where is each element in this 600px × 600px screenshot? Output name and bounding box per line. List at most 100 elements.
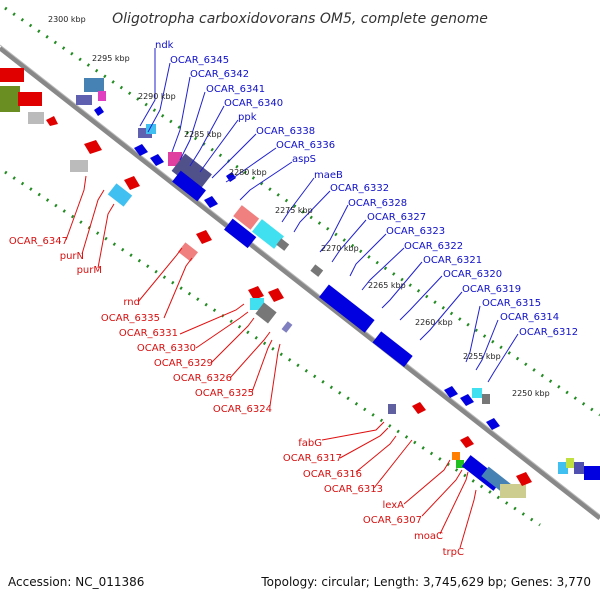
gene-label: OCAR_6338 xyxy=(256,126,315,137)
gene-block xyxy=(558,462,568,474)
gene-block xyxy=(319,284,375,333)
gene-label: ndk xyxy=(155,40,174,51)
scale-tick-label: 2265 kbp xyxy=(368,281,406,290)
gene-block xyxy=(372,331,413,368)
gene-block xyxy=(98,91,106,101)
gene-label: purM xyxy=(77,265,102,276)
scale-tick-label: 2275 kbp xyxy=(275,206,313,215)
gene-label: fabG xyxy=(298,438,322,449)
gene-block xyxy=(456,460,464,468)
reverse-gene-labels: OCAR_6347 purN purM rnd OCAR_6335 OCAR_6… xyxy=(9,236,464,558)
gene-block xyxy=(452,452,460,460)
gene-label: OCAR_6322 xyxy=(404,241,463,252)
scale-tick-label: 2290 kbp xyxy=(138,92,176,101)
gene-arrow xyxy=(412,402,426,414)
gene-block xyxy=(250,298,264,310)
gene-label: OCAR_6328 xyxy=(348,198,407,209)
gene-label: OCAR_6323 xyxy=(386,226,445,237)
gene-block xyxy=(107,183,133,207)
gene-label: OCAR_6316 xyxy=(303,469,362,480)
gene-label: OCAR_6331 xyxy=(119,328,178,339)
scale-tick-label: 2285 kbp xyxy=(184,130,222,139)
gene-arrow xyxy=(268,288,284,302)
gene-label: OCAR_6319 xyxy=(462,284,521,295)
gene-block xyxy=(171,153,212,192)
gene-arrow xyxy=(124,176,140,190)
scale-tick-label: 2260 kbp xyxy=(415,318,453,327)
gene-label: OCAR_6307 xyxy=(363,515,422,526)
tick-tracks xyxy=(4,6,600,527)
gene-arrow xyxy=(150,154,164,166)
gene-block xyxy=(146,124,156,134)
gene-arrow xyxy=(460,394,474,406)
gene-arrow xyxy=(84,140,102,154)
genome-backbone xyxy=(0,44,600,520)
gene-label: OCAR_6327 xyxy=(367,212,426,223)
gene-arrow xyxy=(486,418,500,430)
gene-label: OCAR_6329 xyxy=(154,358,213,369)
gene-block xyxy=(172,170,206,202)
gene-label: OCAR_6315 xyxy=(482,298,541,309)
gene-block xyxy=(76,95,92,105)
scale-tick-label: 2295 kbp xyxy=(92,54,130,63)
gene-block xyxy=(18,92,42,106)
gene-arrow xyxy=(94,106,104,116)
gene-arrow xyxy=(248,286,264,300)
scale-tick-label: 2300 kbp xyxy=(48,15,86,24)
gene-arrow xyxy=(196,230,212,244)
gene-label: OCAR_6341 xyxy=(206,84,265,95)
gene-label: OCAR_6340 xyxy=(224,98,283,109)
gene-label: OCAR_6330 xyxy=(137,343,196,354)
gene-block xyxy=(233,205,260,230)
gene-label: trpC xyxy=(443,547,464,558)
gene-label: aspS xyxy=(292,154,316,165)
gene-label: ppk xyxy=(238,112,257,123)
gene-label: rnd xyxy=(123,297,140,308)
gene-label: OCAR_6317 xyxy=(283,453,342,464)
gene-block xyxy=(84,78,104,92)
scale-tick-label: 2270 kbp xyxy=(321,244,359,253)
accession-text: Accession: NC_011386 xyxy=(8,575,144,589)
scale-tick-label: 2250 kbp xyxy=(512,389,550,398)
gene-label: maeB xyxy=(314,170,343,181)
gene-label: OCAR_6314 xyxy=(500,312,559,323)
gene-block xyxy=(281,321,293,333)
gene-block xyxy=(388,404,396,414)
gene-label: OCAR_6320 xyxy=(443,269,502,280)
gene-arrow xyxy=(460,436,474,448)
map-title: Oligotropha carboxidovorans OM5, complet… xyxy=(112,11,488,27)
gene-block xyxy=(472,388,482,398)
scale-tick-label: 2280 kbp xyxy=(229,168,267,177)
gene-label: OCAR_6332 xyxy=(330,183,389,194)
scale-ticks: 2300 kbp 2295 kbp 2290 kbp 2285 kbp 2280… xyxy=(48,15,550,398)
gene-label: OCAR_6345 xyxy=(170,55,229,66)
gene-block xyxy=(70,160,88,172)
gene-arrow xyxy=(516,472,532,486)
gene-label: OCAR_6312 xyxy=(519,327,578,338)
gene-label: OCAR_6335 xyxy=(101,313,160,324)
gene-label: OCAR_6313 xyxy=(324,484,383,495)
forward-gene-labels: ndk OCAR_6345 OCAR_6342 OCAR_6341 OCAR_6… xyxy=(155,40,578,338)
gene-block xyxy=(276,238,290,251)
gene-block xyxy=(566,458,574,468)
scale-tick-label: 2255 kbp xyxy=(463,352,501,361)
gene-block xyxy=(224,218,257,249)
topology-text: Topology: circular; Length: 3,745,629 bp… xyxy=(260,575,591,589)
gene-label: OCAR_6336 xyxy=(276,140,335,151)
reverse-strand-genes xyxy=(0,68,532,498)
gene-label: OCAR_6325 xyxy=(195,388,254,399)
gene-block xyxy=(252,219,284,249)
gene-block xyxy=(574,462,584,474)
gene-block xyxy=(584,466,600,480)
gene-block xyxy=(0,68,24,82)
gene-label: OCAR_6324 xyxy=(213,404,272,415)
gene-label: lexA xyxy=(382,500,404,511)
gene-label: moaC xyxy=(414,531,443,542)
gene-block xyxy=(482,394,490,404)
gene-label: OCAR_6347 xyxy=(9,236,68,247)
gene-label: OCAR_6342 xyxy=(190,69,249,80)
gene-block xyxy=(178,242,198,262)
gene-block xyxy=(0,86,20,112)
gene-label: OCAR_6321 xyxy=(423,255,482,266)
